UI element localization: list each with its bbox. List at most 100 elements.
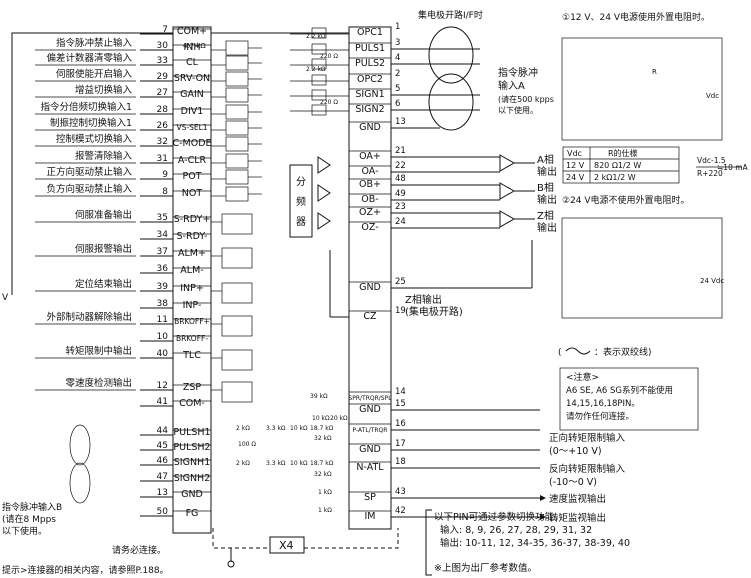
right-pin-ob-: OB+ 48 xyxy=(349,174,406,190)
pin-name: PULS1 xyxy=(355,43,385,54)
pin-name: OA- xyxy=(361,166,378,177)
pin-number: 25 xyxy=(395,277,406,287)
z-phase-2: 输出 xyxy=(537,221,557,234)
v24-label: 24 Vdc xyxy=(700,277,724,285)
pin-number: 4 xyxy=(395,53,400,63)
resistor-label: 32 kΩ xyxy=(314,435,332,442)
vdc-label: Vdc xyxy=(706,92,719,100)
b-phase-1: B相 xyxy=(537,181,554,194)
pin-number: 48 xyxy=(395,174,406,184)
right-pin-opc1: OPC1 1 xyxy=(290,22,400,39)
pin-number: 30 xyxy=(157,41,169,51)
resistor-label: 2.2 kΩ xyxy=(306,66,326,73)
pin-description: 偏差计数器清零输入 xyxy=(46,52,132,64)
pin-name: BRKOFF+ xyxy=(174,317,210,326)
pin-number: 12 xyxy=(157,381,168,391)
left-pin-com-: COM+7 xyxy=(140,25,211,37)
speed-monitor: 速度监视输出 xyxy=(549,493,606,505)
caution-3: 请勿作任何连接。 xyxy=(566,411,634,422)
formula-top: Vdc-1.5 xyxy=(697,156,726,165)
hint-text: 提示>连接器的相关内容，请参照P.188。 xyxy=(2,564,169,576)
pin-name: P-ATL/TRQR xyxy=(353,427,388,434)
pin-description: 正方向驱动禁止输入 xyxy=(46,166,132,178)
pin-name: OZ- xyxy=(361,222,378,233)
pin-name: CL xyxy=(186,57,199,68)
right-pin-ob-: OB-49 xyxy=(349,189,406,205)
pin-number: 10 xyxy=(157,332,169,342)
pin-name: GAIN xyxy=(180,89,204,100)
pin-note-2: 输入: 8, 9, 26, 27, 28, 29, 31, 32 xyxy=(440,524,592,536)
divider-char-3: 器 xyxy=(296,216,306,228)
pin-name: INP+ xyxy=(180,283,204,294)
left-pin-layer: COM+7INH30指令脉冲禁止输入CL33偏差计数器清零输入SRV-ON29伺… xyxy=(35,25,262,519)
resistor-label: 18.7 kΩ xyxy=(310,425,334,432)
z-phase-1: Z相 xyxy=(537,209,554,222)
pin-number: 5 xyxy=(395,84,400,94)
pin-number: 9 xyxy=(162,170,168,180)
pin-name: OB+ xyxy=(359,179,381,190)
table-header-2: R的仕様 xyxy=(608,148,638,158)
pin-description: 伺服报警输出 xyxy=(75,243,132,255)
pin-description: 伺服使能开启输入 xyxy=(56,68,133,80)
pin-description: 指令脉冲禁止输入 xyxy=(56,37,133,49)
pin-description: 零速度检测输出 xyxy=(65,377,132,389)
formula-right: ≒10 mA xyxy=(717,163,749,172)
pin-number: 43 xyxy=(395,487,406,497)
pos-torque-2: (0～+10 V) xyxy=(549,446,602,457)
right-pin-oz-: OZ-24 xyxy=(349,217,406,233)
r-label: R xyxy=(652,68,657,76)
x4-label: X4 xyxy=(279,539,294,552)
z-oc-2: (集电极开路) xyxy=(405,305,463,318)
pin-number: 2 xyxy=(395,69,400,79)
pin-name: TLC xyxy=(182,350,201,361)
pin-number: 49 xyxy=(395,189,406,199)
resistor-label: 1 kΩ xyxy=(318,489,332,496)
pin-number: 40 xyxy=(157,349,169,359)
resistor-label: 2 kΩ xyxy=(236,460,250,467)
pin-description: 控制模式切换输入 xyxy=(56,133,133,145)
caution-2: 14,15,16,18PIN。 xyxy=(566,399,640,409)
table-r2c1: 24 V xyxy=(566,173,585,182)
neg-torque-2: (-10～0 V) xyxy=(549,477,597,488)
diagram-structure xyxy=(11,26,742,576)
left-pin-com-: COM-41 xyxy=(140,397,211,409)
pin-name: SIGNH1 xyxy=(174,457,211,468)
right-pin-sign1: SIGN1 5 xyxy=(290,84,400,101)
divider-char-2: 频 xyxy=(296,195,306,208)
resistor-label: 1 kΩ xyxy=(318,507,332,514)
pin-name: NOT xyxy=(182,188,203,199)
pin-number: 42 xyxy=(395,506,406,516)
pin-note-3: 输出: 10-11, 12, 34-35, 36-37, 38-39, 40 xyxy=(440,537,630,549)
a-phase-1: A相 xyxy=(537,153,554,166)
divider-char-1: 分 xyxy=(296,176,306,188)
right-pin-oa-: OA+21 xyxy=(349,146,406,162)
pin-description: 报警清除输入 xyxy=(75,150,133,162)
left-power-rail xyxy=(11,32,173,295)
pin-number: 37 xyxy=(157,247,168,257)
pin-name: GND xyxy=(359,122,381,133)
right-pin-oa-: OA-22 xyxy=(349,161,406,177)
pin-number: 26 xyxy=(157,121,169,131)
pin-number: 34 xyxy=(157,230,169,240)
pin-name: SIGN1 xyxy=(355,89,384,100)
left-pin-brkoff-: BRKOFF-10 xyxy=(140,332,211,343)
pin-number: 1 xyxy=(395,22,400,32)
pos-torque-1: 正向转矩限制输入 xyxy=(549,432,626,444)
pin-description: 伺服准备输出 xyxy=(75,209,132,221)
pin-name: OPC1 xyxy=(357,27,383,38)
pin-number: 46 xyxy=(157,456,169,466)
resistor-label: 2 kΩ xyxy=(236,425,250,432)
